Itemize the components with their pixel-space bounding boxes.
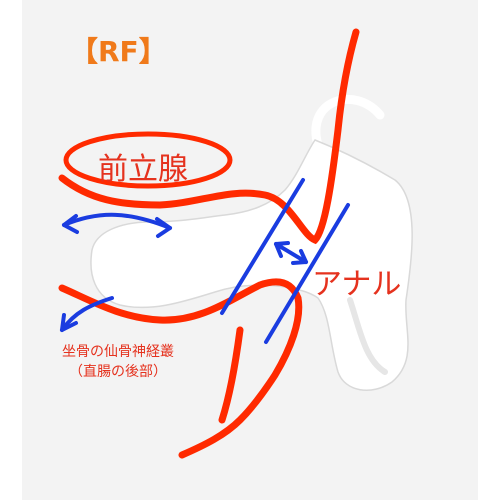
device-hook [311, 94, 385, 150]
blue-arrow-top-head-right [155, 217, 172, 238]
blue-arrow-top [62, 212, 172, 230]
sacral-plexus-label: 坐骨の仙骨神経叢 （直腸の後部） [62, 342, 174, 382]
blue-arrow-anal-head-a [274, 241, 290, 258]
blue-line-2 [264, 203, 350, 344]
sacral-plexus-line2: （直腸の後部） [69, 364, 167, 380]
anal-label: アナル [312, 267, 402, 302]
blue-line-1 [220, 178, 305, 315]
blue-arrow-lower-head [60, 313, 78, 332]
red-line-left [218, 326, 244, 424]
prostate-ellipse [63, 131, 233, 189]
prostate-label: 前立腺 [98, 152, 188, 187]
device-shading [347, 297, 388, 375]
blue-arrow-anal-head-b [291, 249, 308, 265]
red-line-upper [58, 28, 360, 245]
sacral-plexus-line1: 坐骨の仙骨神経叢 [62, 344, 174, 360]
blue-arrow-top-head-left [62, 214, 79, 234]
blue-arrow-anal [274, 242, 308, 264]
red-line-lower [58, 278, 303, 459]
rf-tag: 【RF】 [70, 35, 167, 68]
blue-arrow-lower [60, 296, 114, 332]
